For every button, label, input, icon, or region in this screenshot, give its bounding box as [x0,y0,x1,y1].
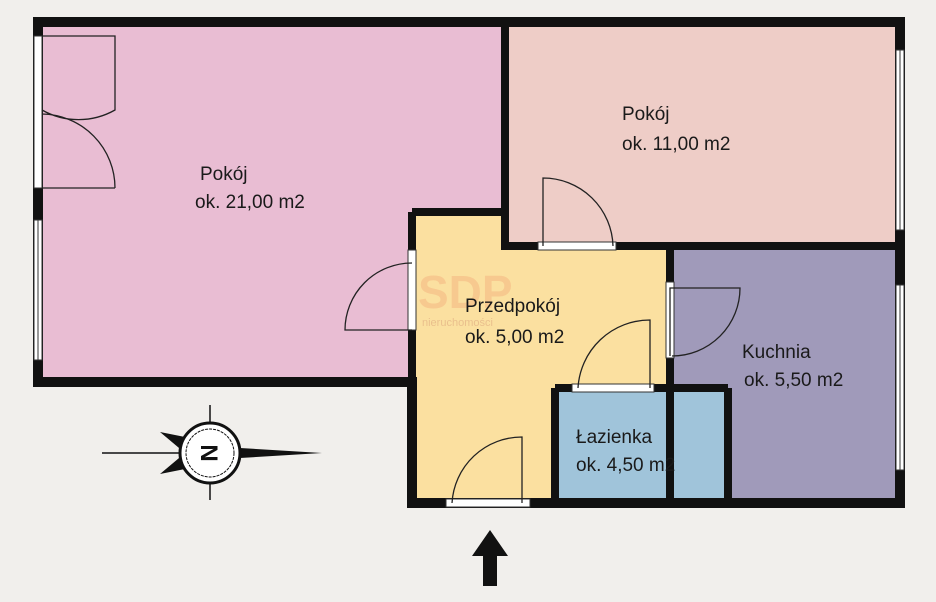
windows [33,35,905,471]
room-pokoj-21: Pokój ok. 21,00 m2 [195,164,305,213]
room-area: ok. 5,50 m2 [744,370,843,391]
entrance-arrow-icon [472,530,508,586]
compass-icon: N [102,405,322,500]
room-kuchnia: Kuchnia ok. 5,50 m2 [742,342,843,391]
room-lazienka-fill [555,388,728,503]
room-name: Kuchnia [742,342,811,363]
room-name: Pokój [622,104,670,125]
room-name: Przedpokój [465,296,560,317]
compass-letter: N [195,444,222,461]
room-area: ok. 11,00 m2 [622,134,730,155]
room-area: ok. 5,00 m2 [465,327,564,348]
doors [41,35,741,508]
room-name: Pokój [200,164,248,185]
watermark: SDP nieruchomości [418,266,513,329]
room-pokoj-11: Pokój ok. 11,00 m2 [622,104,730,155]
room-pokoj-11-fill [505,22,900,246]
watermark-logo: SDP [418,266,513,318]
watermark-sub: nieruchomości [422,317,493,329]
room-lazienka: Łazienka ok. 4,50 m2 [576,427,675,476]
room-przedpokoj: Przedpokój ok. 5,00 m2 [465,296,564,348]
room-przedpokoj-fill [412,212,670,503]
room-name: Łazienka [576,427,652,448]
room-area: ok. 21,00 m2 [195,192,305,213]
room-area: ok. 4,50 m2 [576,455,675,476]
